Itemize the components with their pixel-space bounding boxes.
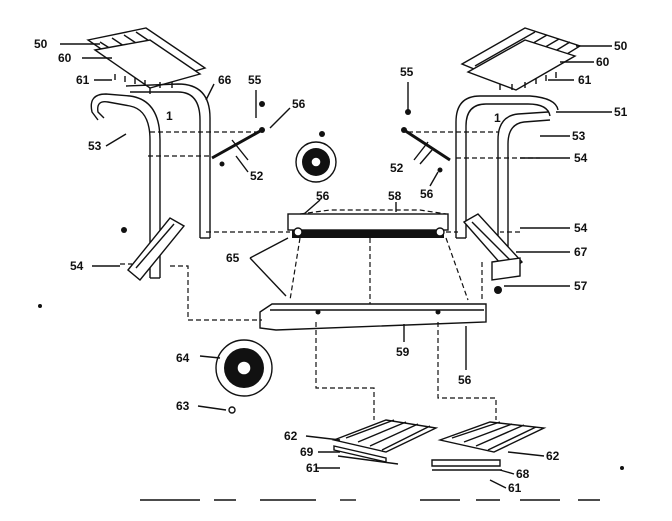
right-shelf	[460, 27, 582, 91]
upper-wheel	[295, 131, 337, 183]
callout-65: 65	[226, 251, 240, 265]
callout-52-right: 52	[390, 161, 404, 175]
callout-53-left: 53	[88, 139, 102, 153]
callout-56-top-left: 56	[292, 97, 306, 111]
callout-52-left: 52	[250, 169, 264, 183]
callout-54-left: 54	[70, 259, 84, 273]
leader-lines	[60, 43, 612, 489]
callout-60-left: 60	[58, 51, 72, 65]
lower-wheel	[215, 339, 273, 397]
left-shelf-screws	[114, 74, 173, 88]
callout-57: 57	[574, 279, 588, 293]
right-grate	[431, 421, 547, 471]
left-handle-frame: 1	[90, 83, 211, 279]
callout-56-right-bracket: 56	[420, 187, 434, 201]
callout-61-right: 61	[578, 73, 592, 87]
callout-58: 58	[388, 189, 402, 203]
callout-51: 51	[614, 105, 628, 119]
lower-frame	[259, 303, 487, 331]
callout-62-left: 62	[284, 429, 298, 443]
callout-54-lower-right: 54	[574, 221, 588, 235]
callout-64: 64	[176, 351, 190, 365]
upper-cross-bar	[287, 213, 449, 238]
left-grate	[331, 419, 439, 465]
label-1-right: 1	[494, 111, 501, 125]
callout-61-bottom-left: 61	[306, 461, 320, 475]
left-shelf	[86, 27, 207, 94]
fasteners	[38, 101, 624, 470]
callout-61-left: 61	[76, 73, 90, 87]
callout-62-right: 62	[546, 449, 560, 463]
callout-60-right: 60	[596, 55, 610, 69]
callout-56-lower-frame: 56	[458, 373, 472, 387]
right-side-panel	[462, 213, 524, 281]
callout-50-right: 50	[614, 39, 628, 53]
callout-59: 59	[396, 345, 410, 359]
label-1: 1	[166, 109, 173, 123]
callout-68: 68	[516, 467, 530, 481]
callout-54-upper-right: 54	[574, 151, 588, 165]
right-bracket	[401, 127, 451, 173]
callout-55-left: 55	[248, 73, 262, 87]
left-bracket	[211, 127, 265, 167]
callout-56-upper-wheel: 56	[316, 189, 330, 203]
callout-50-left: 50	[34, 37, 48, 51]
callout-67: 67	[574, 245, 588, 259]
callout-labels: 50 60 61 66 55 56 53 52 50 60 61 55 51 5…	[34, 37, 628, 495]
callout-69: 69	[300, 445, 314, 459]
callout-55-right: 55	[400, 65, 414, 79]
callout-53-right: 53	[572, 129, 586, 143]
left-side-panel	[127, 217, 186, 281]
callout-63: 63	[176, 399, 190, 413]
callout-66: 66	[218, 73, 232, 87]
right-shelf-screws	[499, 72, 557, 90]
callout-61-bottom-right: 61	[508, 481, 522, 495]
assembly-lines	[120, 131, 540, 420]
